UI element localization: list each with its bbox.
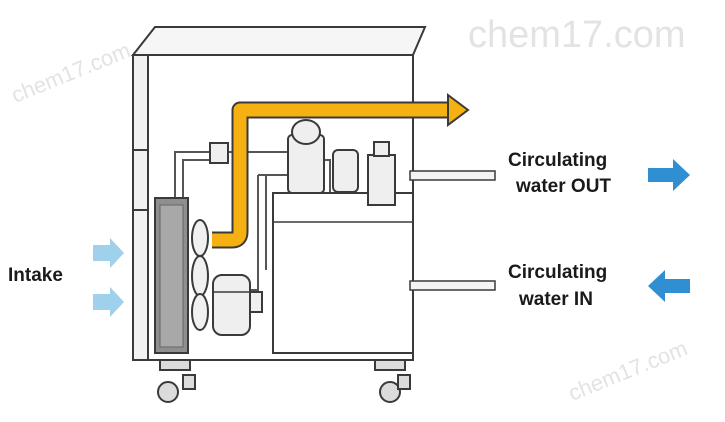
intake-label: Intake [8,265,63,286]
hot-air-exhaust-arrowhead [447,93,470,127]
condenser-face [159,204,184,348]
air-intake-arrow [93,238,124,268]
water-tank [272,192,414,354]
caster-left [157,359,196,403]
cooling-fan [191,219,209,331]
filter-drier [332,149,359,193]
water-in-port [409,280,496,291]
water-out-label-line2: water OUT [516,176,612,197]
water-out-label-line1: Circulating [508,150,608,171]
level-sensor [367,141,396,206]
water-out-port [409,170,496,181]
water-out-arrow [648,159,690,191]
water-in-arrow [648,270,690,302]
water-in-label-line2: water IN [519,289,593,310]
air-intake-arrow [93,287,124,317]
caster-right [374,359,411,403]
compressor [212,274,263,336]
hot-air-exhaust-arrow-fill [212,103,450,247]
water-in-label-line1: Circulating [508,262,608,283]
cabinet-side-panel [132,54,149,361]
circulation-pump [287,119,325,194]
expansion-valve [209,142,229,164]
cabinet-top [130,26,427,56]
